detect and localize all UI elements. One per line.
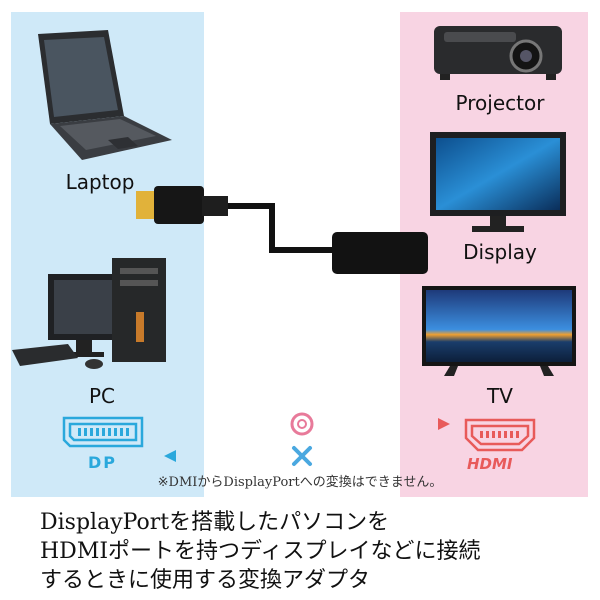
caption-line: するときに使用する変換アダプタ (40, 568, 371, 593)
projector-illustration (434, 26, 562, 80)
cross-icon (292, 446, 312, 466)
laptop-label: Laptop (65, 170, 135, 194)
dp-port-label: DP (88, 453, 118, 472)
pc-illustration (12, 258, 166, 369)
hdmi-port-label: HDMI (467, 455, 513, 473)
pc-label: PC (88, 384, 116, 408)
tv-label: TV (487, 384, 513, 408)
hdmi-port-icon (464, 418, 536, 452)
projector-label: Projector (455, 91, 545, 115)
dp-plug-body (154, 186, 204, 224)
conversion-note: ※DMIからDisplayPortへの変換はできません。 (157, 475, 443, 490)
caption-line: HDMIポートを持つディスプレイなどに接続 (40, 539, 481, 564)
hdmi-adapter-box (332, 232, 428, 274)
dp-plug-tip (136, 191, 156, 219)
product-caption: DisplayPortを搭載したパソコンを HDMIポートを持つディスプレイなど… (40, 508, 590, 595)
display-illustration (430, 132, 566, 232)
caption-line: DisplayPortを搭載したパソコンを (40, 510, 390, 535)
tv-illustration (422, 286, 576, 376)
display-label: Display (463, 240, 537, 264)
laptop-illustration (38, 30, 172, 160)
display-panel (400, 12, 588, 497)
dp-port-icon (62, 416, 144, 448)
adapter-cable (226, 203, 336, 253)
ok-circle-icon (290, 412, 314, 436)
